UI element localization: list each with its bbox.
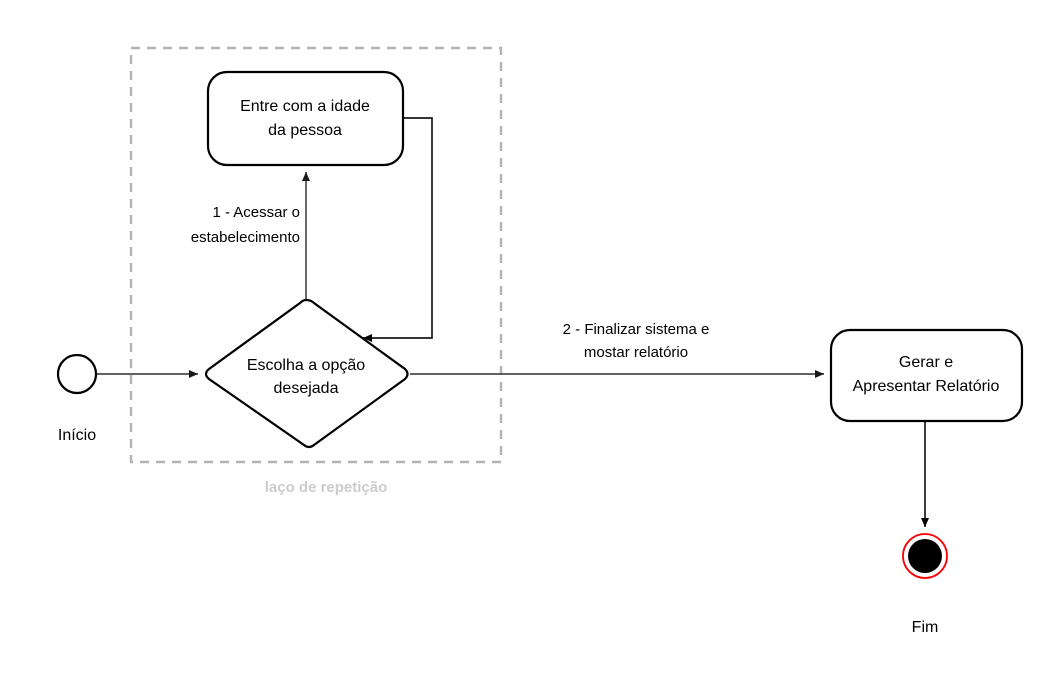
action-generate-report-line1: Gerar e bbox=[899, 354, 953, 371]
action-input-age-line2: da pessoa bbox=[268, 122, 342, 139]
decision-node-line2: desejada bbox=[274, 380, 339, 397]
decision-node-line1: Escolha a opção bbox=[247, 357, 365, 374]
action-input-age-line1: Entre com a idade bbox=[240, 98, 370, 115]
action-input-age[interactable] bbox=[206, 70, 405, 167]
edge-label-1-line1: 1 - Acessar o bbox=[212, 204, 300, 221]
action-generate-report-line2: Apresentar Relatório bbox=[853, 378, 1000, 395]
edge-label-2-line1: 2 - Finalizar sistema e bbox=[563, 321, 710, 338]
start-node-label: Início bbox=[58, 427, 96, 444]
end-node-label: Fim bbox=[912, 619, 939, 636]
edge-label-1-line2: estabelecimento bbox=[191, 229, 300, 246]
edge-input-loopback-to-decision bbox=[363, 117, 433, 342]
end-node-ring bbox=[902, 533, 948, 579]
action-generate-report[interactable] bbox=[829, 328, 1024, 423]
edge-label-2-line2: mostar relatório bbox=[584, 344, 688, 361]
loop-group-frame bbox=[129, 46, 503, 464]
decision-node[interactable] bbox=[204, 298, 409, 449]
end-node[interactable] bbox=[908, 539, 942, 573]
loop-group-label: laço de repetição bbox=[265, 479, 388, 496]
start-node[interactable] bbox=[56, 353, 98, 395]
